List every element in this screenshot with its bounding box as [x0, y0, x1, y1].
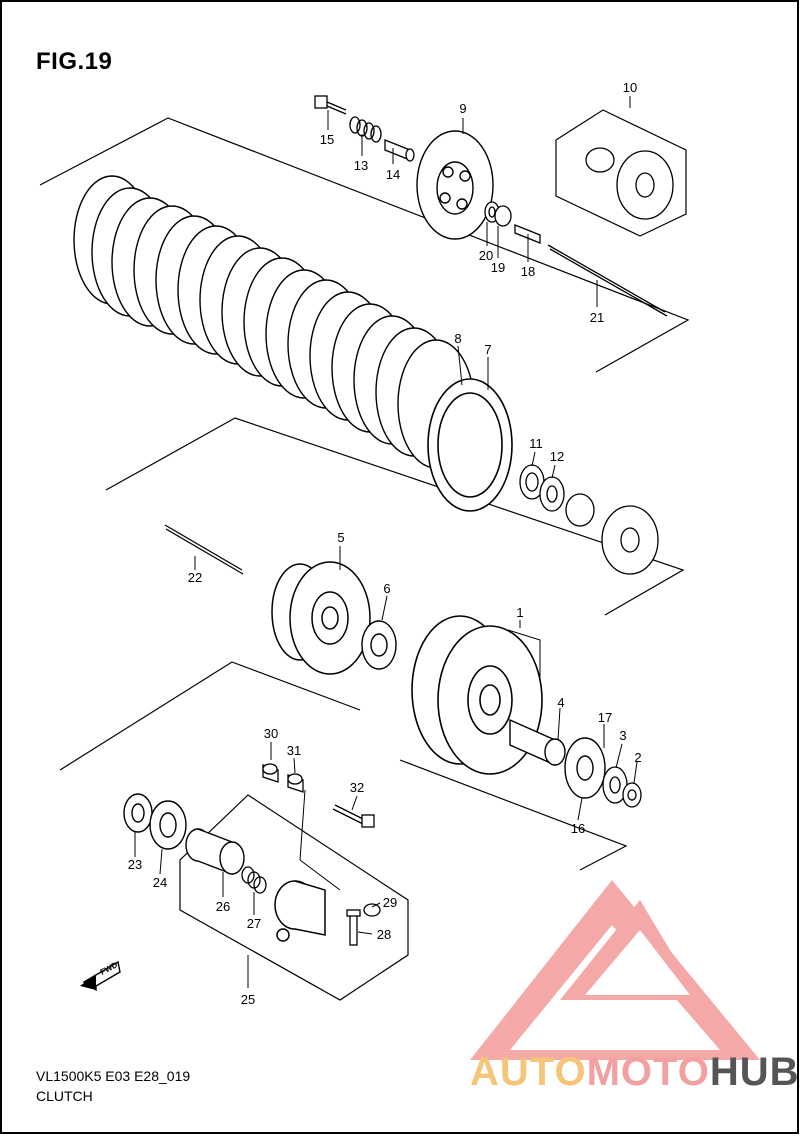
clutch-plates-stack	[73, 175, 475, 469]
cap-29	[363, 903, 381, 917]
callout-28: 28	[377, 927, 391, 942]
callout-13: 13	[354, 158, 368, 173]
release-cylinder-25	[274, 880, 326, 942]
callout-24: 24	[153, 875, 167, 890]
callout-19: 19	[491, 260, 505, 275]
clutch-sleeve-hub	[565, 493, 659, 575]
callout-20: 20	[479, 248, 493, 263]
group-box-push-piece	[555, 109, 687, 237]
callout-25: 25	[241, 992, 255, 1007]
callout-15: 15	[320, 132, 334, 147]
bolt-32	[332, 804, 375, 828]
callout-8: 8	[454, 331, 461, 346]
spring-27	[241, 866, 267, 894]
watermark-text: AUTOMOTOHUB	[470, 1050, 800, 1095]
callout-12: 12	[550, 449, 564, 464]
model-code: VL1500K5 E03 E28_019	[36, 1068, 191, 1084]
watermark-part1: AUTO	[470, 1050, 587, 1094]
callout-29: 29	[383, 895, 397, 910]
pressure-plate-9	[416, 130, 494, 240]
callout-30: 30	[264, 726, 278, 741]
callout-18: 18	[521, 264, 535, 279]
spacer-4	[509, 718, 566, 767]
fwd-arrow-icon	[80, 960, 121, 992]
section-name: CLUTCH	[36, 1088, 93, 1104]
watermark-part2: MOTO	[586, 1050, 710, 1094]
nut-19	[494, 205, 512, 227]
leader-lines	[134, 96, 638, 988]
bushing-30	[262, 763, 279, 783]
callout-4: 4	[557, 695, 564, 710]
push-rod-21	[547, 244, 668, 317]
automotohub-logo	[470, 880, 760, 1060]
callout-labels: 9 10 15 13 14 20 19 18 21 8 7 11 12 5 6 …	[128, 80, 642, 1007]
callout-7: 7	[484, 342, 491, 357]
oil-pump-drive-gear-16	[564, 737, 606, 799]
push-rod-22	[164, 524, 244, 575]
callout-32: 32	[350, 780, 364, 795]
callout-17: 17	[598, 710, 612, 725]
callout-14: 14	[386, 167, 400, 182]
callout-3: 3	[619, 728, 626, 743]
callout-6: 6	[383, 581, 390, 596]
pin-14	[384, 139, 415, 162]
piston-26	[185, 828, 245, 876]
bushing-31	[287, 773, 304, 793]
callout-10: 10	[623, 80, 637, 95]
callout-1: 1	[516, 605, 523, 620]
oil-seal-24	[149, 800, 187, 850]
callout-11: 11	[529, 436, 543, 451]
thrust-washer-6	[361, 620, 397, 670]
drive-plate-7	[427, 378, 513, 512]
bleeder-valve-28	[346, 909, 361, 946]
callout-22: 22	[188, 570, 202, 585]
bearing-23	[123, 793, 153, 833]
callout-5: 5	[337, 530, 344, 545]
callout-16: 16	[571, 821, 585, 836]
callout-21: 21	[590, 310, 604, 325]
callout-27: 27	[247, 916, 261, 931]
callout-23: 23	[128, 857, 142, 872]
watermark-part3: HUB	[709, 1050, 800, 1094]
spring-13	[349, 116, 382, 143]
bearing-11	[519, 464, 545, 500]
callout-31: 31	[287, 743, 301, 758]
figure-title: FIG.19	[36, 48, 113, 75]
callout-9: 9	[459, 101, 466, 116]
bolt-15	[314, 95, 347, 115]
washer-12	[539, 476, 565, 512]
callout-2: 2	[634, 750, 641, 765]
group-box-release	[179, 794, 409, 1001]
primary-driven-gear-5	[271, 561, 371, 675]
callout-26: 26	[216, 899, 230, 914]
nut-2	[622, 782, 642, 808]
push-piece-assembly-10	[585, 147, 674, 220]
